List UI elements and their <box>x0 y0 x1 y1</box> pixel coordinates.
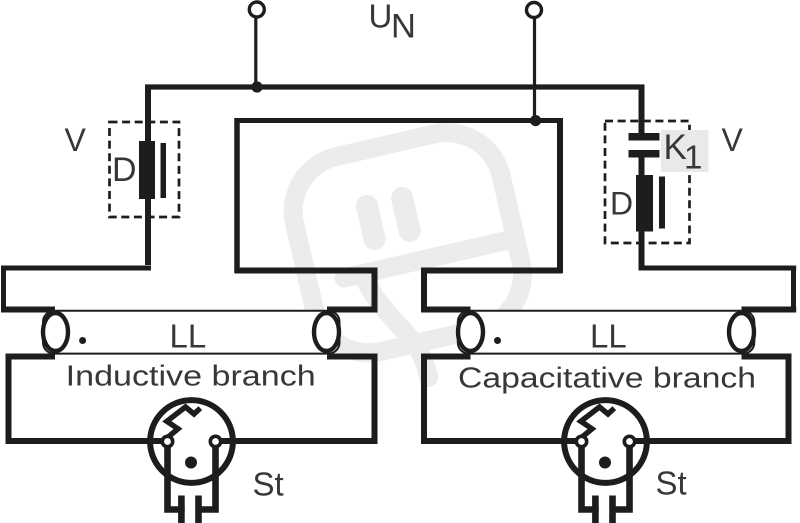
svg-text:V: V <box>65 122 87 158</box>
svg-text:1: 1 <box>684 139 702 176</box>
svg-text:St: St <box>656 465 687 502</box>
svg-text:U: U <box>369 0 393 35</box>
svg-text:V: V <box>722 122 744 158</box>
svg-text:D: D <box>610 185 633 221</box>
svg-text:K: K <box>664 128 687 167</box>
svg-text:Capacitative branch: Capacitative branch <box>458 363 756 395</box>
svg-text:St: St <box>253 466 284 503</box>
svg-text:LL: LL <box>590 318 627 355</box>
svg-text:N: N <box>391 8 416 46</box>
svg-text:Inductive branch: Inductive branch <box>66 361 316 393</box>
svg-text:LL: LL <box>170 318 207 355</box>
svg-text:D: D <box>112 151 137 189</box>
